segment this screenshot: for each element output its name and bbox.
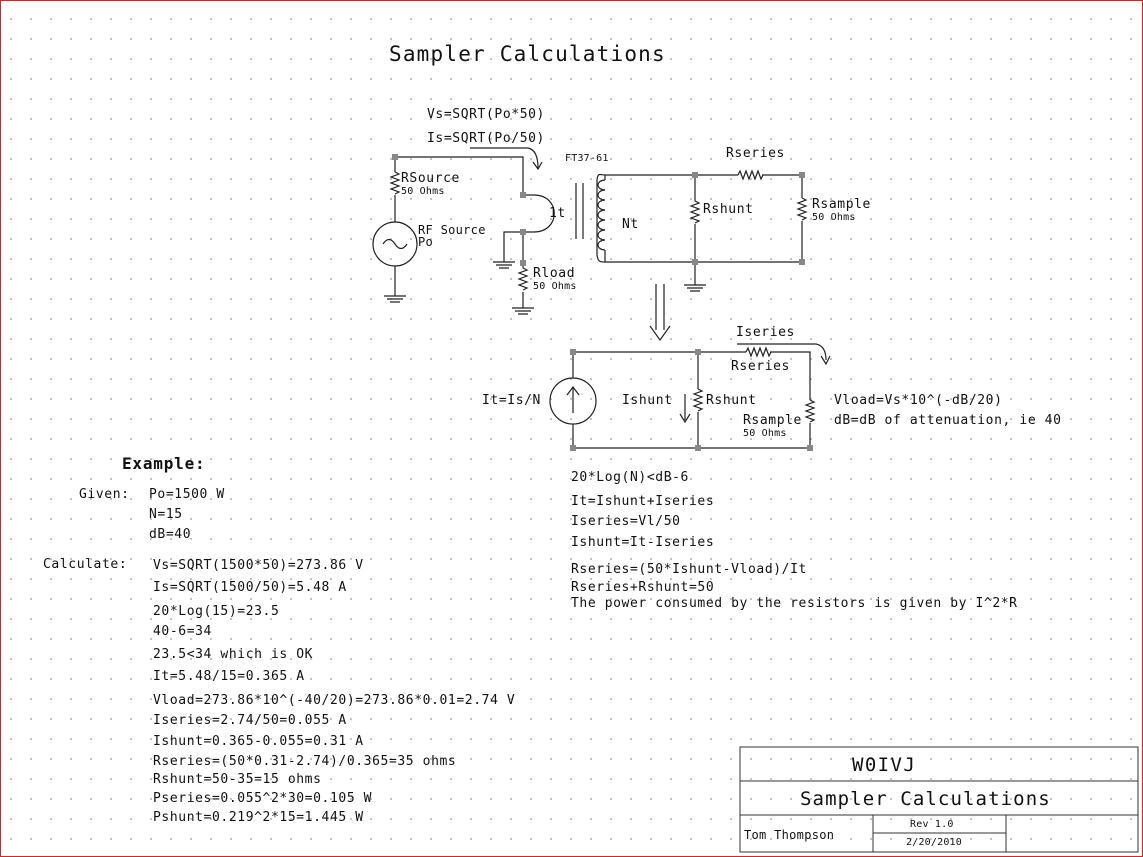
rsource-resistor <box>389 171 401 195</box>
transformer-core <box>575 183 584 239</box>
calc-line: Rseries=(50*0.31-2.74)/0.365=35 ohms <box>153 754 457 769</box>
schematic-2-wiring <box>549 343 831 451</box>
formula-line: Ishunt=It-Iseries <box>571 535 715 550</box>
calc-line: Pshunt=0.219^2*15=1.445 W <box>153 810 364 825</box>
rshunt-resistor-2 <box>692 388 704 412</box>
formula-line: Rseries=(50*Ishunt-Vload)/It <box>571 562 807 577</box>
calc-line: Pseries=0.055^2*30=0.105 W <box>153 791 373 806</box>
rload-resistor <box>517 267 529 291</box>
formula-line: The power consumed by the resistors is g… <box>571 596 1018 611</box>
one-turn-label: 1t <box>549 206 566 221</box>
calc-line: 20*Log(15)=23.5 <box>153 604 280 619</box>
ishunt-label: Ishunt <box>622 393 673 408</box>
rseries-label-2: Rseries <box>731 359 790 374</box>
db-note: dB=dB of attenuation, ie 40 <box>834 413 1062 428</box>
rseries-label: Rseries <box>726 146 785 161</box>
nt-coil <box>597 179 606 251</box>
calculate-label: Calculate: <box>43 557 128 572</box>
given-line: Po=1500 W <box>149 487 225 502</box>
rseries-resistor <box>737 169 764 181</box>
vs-formula: Vs=SQRT(Po*50) <box>427 107 545 122</box>
current-source-symbol <box>549 377 597 425</box>
calc-line: 40-6=34 <box>153 624 212 639</box>
rsource-value: 50 Ohms <box>401 186 445 197</box>
rshunt-resistor <box>689 200 701 224</box>
title-block-revision: Rev 1.0 <box>910 819 954 830</box>
rf-source-sine <box>382 238 408 250</box>
rsample-resistor <box>796 197 808 221</box>
rsample-value: 50 Ohms <box>812 212 856 223</box>
rsource-label: RSource <box>401 171 460 186</box>
it-label: It=Is/N <box>482 393 541 408</box>
iseries-arrow <box>737 343 831 366</box>
schematic-1-wiring <box>372 147 808 315</box>
calc-line: Is=SQRT(1500/50)=5.48 A <box>153 580 347 595</box>
rf-source-label: RF Source <box>418 223 486 237</box>
iseries-label: Iseries <box>736 325 795 340</box>
calc-line: Vload=273.86*10^(-40/20)=273.86*0.01=2.7… <box>153 693 516 708</box>
rf-source-po: Po <box>418 235 434 249</box>
given-label: Given: <box>79 487 130 502</box>
given-line: dB=40 <box>149 527 192 542</box>
rsample-value-2: 50 Ohms <box>743 428 787 439</box>
page-title: Sampler Calculations <box>389 42 666 66</box>
nt-label: Nt <box>622 217 639 232</box>
rload-label: Rload <box>533 266 576 281</box>
rsample-label-2: Rsample <box>743 413 802 428</box>
calc-line: Iseries=2.74/50=0.055 A <box>153 713 347 728</box>
junction-dots <box>392 154 805 266</box>
core-label: FT37-61 <box>565 153 609 164</box>
calc-line: Rshunt=50-35=15 ohms <box>153 772 322 787</box>
formula-line: Iseries=Vl/50 <box>571 514 681 529</box>
given-line: N=15 <box>149 507 183 522</box>
equivalence-arrow <box>649 284 671 342</box>
rsample-label: Rsample <box>812 197 871 212</box>
formula-line: 20*Log(N)<dB-6 <box>571 470 689 485</box>
rsample-resistor-2 <box>804 399 816 423</box>
ground-symbol <box>493 261 515 269</box>
ground-symbol <box>384 295 406 303</box>
vload-formula: Vload=Vs*10^(-dB/20) <box>834 393 1003 408</box>
rshunt-label-2: Rshunt <box>706 393 757 408</box>
formula-line: Rseries+Rshunt=50 <box>571 580 715 595</box>
rseries-resistor-2 <box>745 346 772 358</box>
one-turn-loop <box>533 194 555 233</box>
calc-line: 23.5<34 which is OK <box>153 647 314 662</box>
rload-value: 50 Ohms <box>533 281 577 292</box>
rshunt-label: Rshunt <box>703 202 754 217</box>
calc-line: Vs=SQRT(1500*50)=273.86 V <box>153 558 364 573</box>
title-block-lines <box>739 746 1139 853</box>
example-heading: Example: <box>122 454 206 473</box>
title-block-author: Tom Thompson <box>744 828 835 842</box>
ishunt-arrow <box>679 394 691 424</box>
rf-source-symbol <box>372 221 418 267</box>
calc-line: Ishunt=0.365-0.055=0.31 A <box>153 734 364 749</box>
is-formula: Is=SQRT(Po/50) <box>427 131 545 146</box>
calc-line: It=5.48/15=0.365 A <box>153 669 305 684</box>
title-block-date: 2/20/2010 <box>906 837 962 848</box>
title-block-callsign: W0IVJ <box>852 754 917 776</box>
title-block-drawing-title: Sampler Calculations <box>800 788 1051 810</box>
current-arrow <box>470 147 539 169</box>
formula-line: It=Ishunt+Iseries <box>571 494 715 509</box>
